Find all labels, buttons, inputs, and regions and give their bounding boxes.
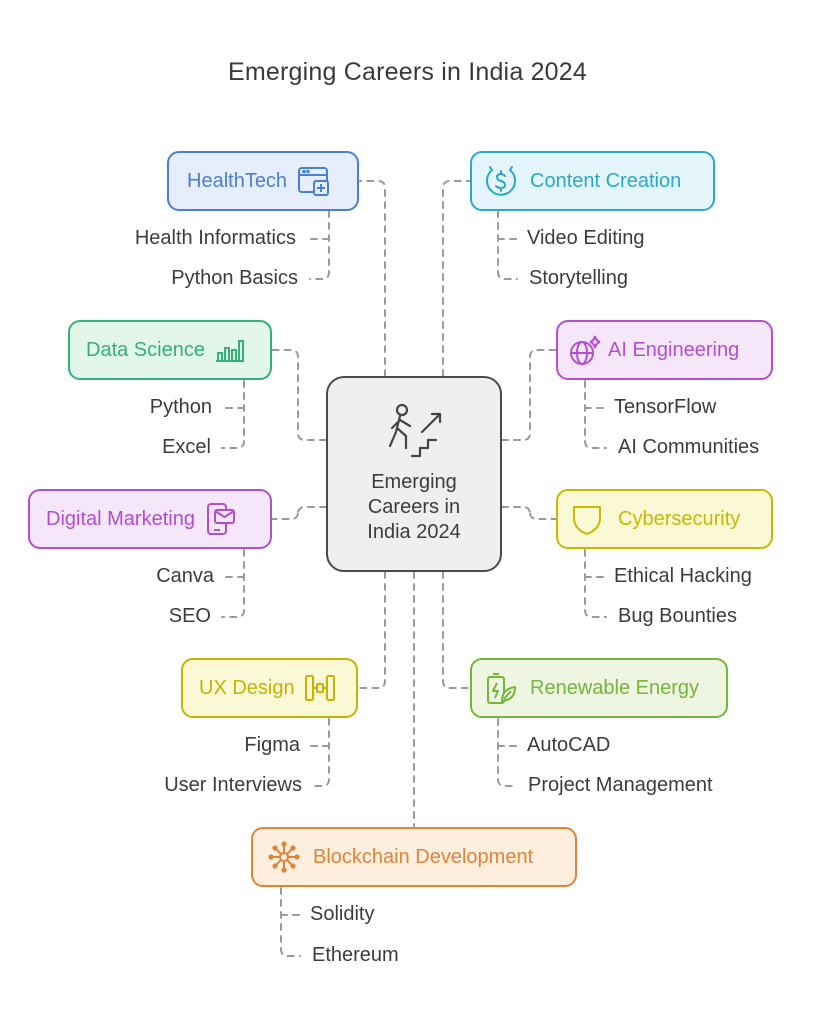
connector-content [442, 180, 471, 377]
leaf-figma: Figma [244, 734, 300, 756]
battery-leaf-icon [487, 673, 516, 704]
leaf-ethical-hacking: Ethical Hacking [614, 565, 752, 587]
phone-mail-icon [206, 503, 235, 535]
center-label-line2: Careers in [367, 496, 461, 518]
leaf-health-informatics: Health Informatics [134, 227, 296, 249]
leaf-connector-renewable [497, 718, 518, 787]
node-ux-label: UX Design [199, 676, 295, 699]
leaf-autocad: AutoCAD [527, 734, 611, 756]
node-datascience-label: Data Science [86, 338, 205, 361]
node-ai-label: AI Engineering [608, 338, 740, 361]
connector-cyber [501, 506, 557, 520]
node-digital-marketing: Digital Marketing [28, 489, 272, 549]
leaf-seo: SEO [168, 605, 211, 627]
leaf-python: Python [149, 396, 212, 418]
leaf-python-basics: Python Basics [171, 267, 298, 289]
leaf-connector-cyber [584, 549, 607, 618]
node-healthtech-label: HealthTech [187, 169, 288, 192]
node-ai-engineering: AI Engineering [556, 320, 773, 380]
node-healthtech: HealthTech [167, 151, 359, 211]
leaf-storytelling: Storytelling [529, 267, 628, 289]
node-cyber-label: Cybersecurity [618, 507, 741, 530]
leaf-connector-healthtech [309, 210, 330, 280]
node-renewable-energy: Renewable Energy [470, 658, 728, 718]
leaf-connector-digital [221, 549, 245, 618]
browser-add-icon [298, 167, 330, 196]
slider-handles-icon [304, 675, 335, 701]
network-hub-icon [268, 841, 300, 873]
leaf-connector-blockchain [280, 887, 301, 957]
bar-chart-icon [215, 340, 244, 362]
shield-icon [573, 506, 601, 535]
connector-digital [271, 506, 327, 520]
person-climbing-stairs-icon [388, 403, 442, 458]
node-content-creation: Content Creation [470, 151, 715, 211]
leaf-canva: Canva [156, 565, 214, 587]
diagram-title: Emerging Careers in India 2024 [228, 58, 587, 86]
leaf-ai-communities: AI Communities [618, 436, 760, 458]
leaf-solidity: Solidity [310, 903, 375, 925]
connector-healthtech [359, 180, 386, 377]
leaf-connector-datascience [221, 380, 245, 449]
connector-ai [501, 349, 557, 441]
center-label-line3: India 2024 [367, 521, 461, 543]
leaf-connector-content [497, 210, 518, 280]
leaf-project-management: Project Management [528, 774, 713, 796]
node-digital-label: Digital Marketing [46, 507, 195, 530]
dollar-circle-icon [486, 166, 516, 196]
node-data-science: Data Science [68, 320, 272, 380]
leaf-ethereum: Ethereum [312, 944, 399, 966]
center-label: Emerging Careers in India 2024 [336, 470, 492, 545]
connector-datascience [271, 349, 327, 441]
leaf-connector-ux [309, 718, 330, 787]
node-content-label: Content Creation [530, 169, 682, 192]
center-node: Emerging Careers in India 2024 [326, 376, 502, 572]
leaf-connector-ai [584, 380, 607, 449]
leaf-excel: Excel [162, 436, 211, 458]
node-blockchain-label: Blockchain Development [313, 845, 534, 868]
connector-renewable [442, 571, 471, 689]
center-label-line1: Emerging [371, 471, 457, 493]
node-cybersecurity: Cybersecurity [556, 489, 773, 549]
leaf-video-editing: Video Editing [527, 227, 645, 249]
leaf-user-interviews: User Interviews [164, 774, 302, 796]
node-blockchain-development: Blockchain Development [251, 827, 577, 887]
leaf-tensorflow: TensorFlow [614, 396, 717, 418]
node-ux-design: UX Design [181, 658, 358, 718]
leaf-bug-bounties: Bug Bounties [618, 605, 737, 627]
connector-ux [357, 571, 386, 689]
globe-sparkle-icon [570, 335, 601, 365]
node-renewable-label: Renewable Energy [530, 676, 699, 699]
